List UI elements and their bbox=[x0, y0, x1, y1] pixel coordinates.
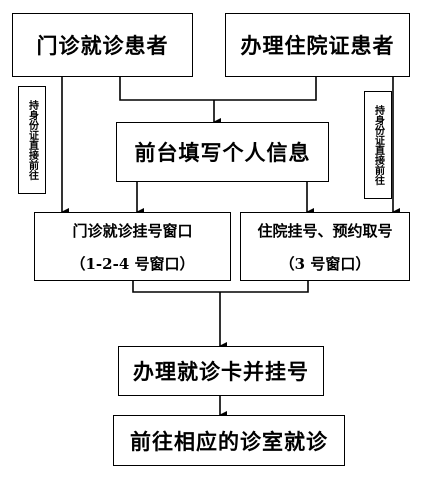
merge-line-top bbox=[119, 77, 317, 101]
go-to-clinic-box: 前往相应的诊室就诊 bbox=[113, 415, 345, 466]
card-registration-label: 办理就诊卡并挂号 bbox=[133, 359, 309, 384]
outpatient-window-number: （1-2-4 号窗口） bbox=[70, 254, 195, 273]
right-side-note-text: 持身份证直接前往 bbox=[372, 105, 384, 185]
inpatient-patient-label: 办理住院证患者 bbox=[240, 33, 395, 58]
card-registration-box: 办理就诊卡并挂号 bbox=[118, 346, 324, 396]
outpatient-patient-label: 门诊就诊患者 bbox=[36, 33, 169, 58]
inpatient-window-number: （3 号窗口） bbox=[279, 254, 371, 273]
right-side-note: 持身份证直接前往 bbox=[364, 91, 392, 199]
front-desk-box: 前台填写个人信息 bbox=[116, 122, 329, 182]
outpatient-window-title: 门诊就诊挂号窗口 bbox=[72, 221, 193, 240]
go-to-clinic-label: 前往相应的诊室就诊 bbox=[130, 428, 328, 454]
merge-line-bottom bbox=[132, 281, 309, 293]
front-desk-label: 前台填写个人信息 bbox=[134, 140, 311, 165]
inpatient-window-title: 住院挂号、预约取号 bbox=[257, 221, 393, 240]
inpatient-window-box: 住院挂号、预约取号 （3 号窗口） bbox=[240, 212, 410, 281]
outpatient-patient-box: 门诊就诊患者 bbox=[12, 13, 193, 77]
outpatient-window-box: 门诊就诊挂号窗口 （1-2-4 号窗口） bbox=[34, 212, 231, 281]
inpatient-patient-box: 办理住院证患者 bbox=[225, 13, 410, 77]
left-side-note-text: 持身份证直接前往 bbox=[26, 100, 38, 180]
left-side-note: 持身份证直接前往 bbox=[18, 86, 46, 194]
